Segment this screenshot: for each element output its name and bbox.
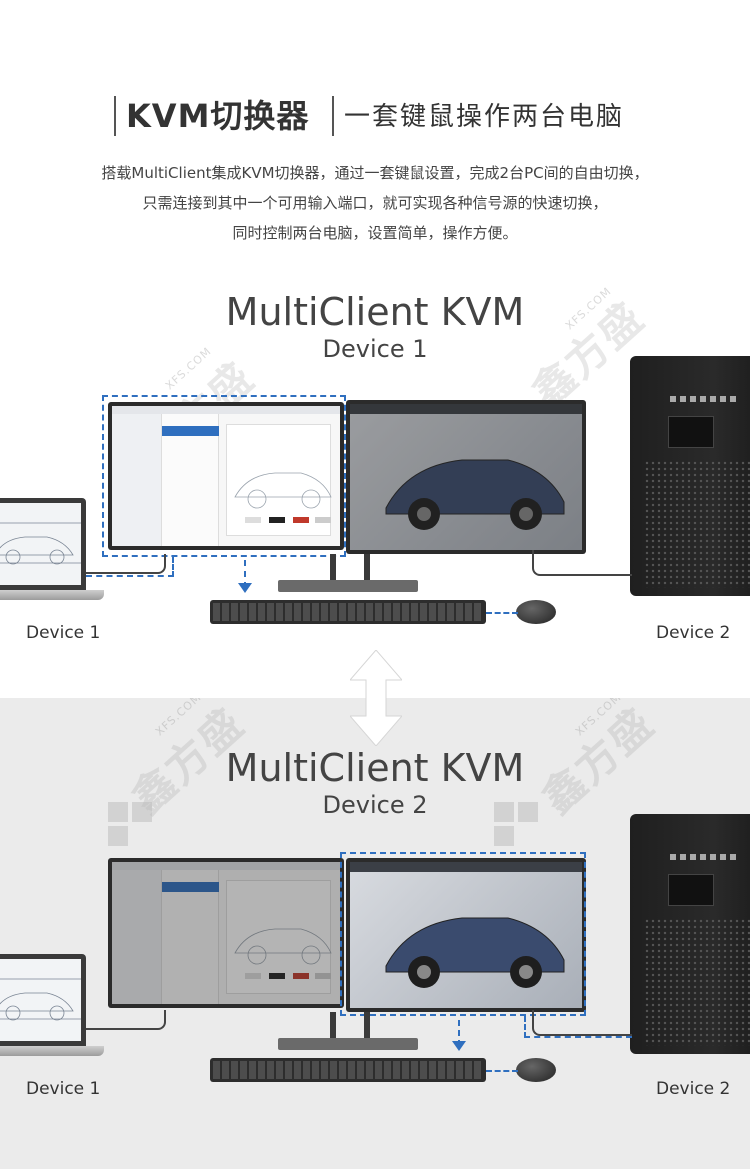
description-line-3: 同时控制两台电脑，设置简单，操作方便。 xyxy=(232,224,518,242)
monitor-right-screen xyxy=(350,404,582,550)
arrow-down-icon xyxy=(452,1041,466,1051)
laptop-display xyxy=(0,503,81,585)
cable-laptop xyxy=(86,554,166,574)
device-label-left: Device 1 xyxy=(26,623,101,643)
laptop-screen xyxy=(0,498,86,590)
title-divider-mid xyxy=(332,96,334,136)
kvm-link-dashed xyxy=(486,1070,518,1072)
device-label-right: Device 2 xyxy=(656,1079,731,1099)
monitor-stand-neck xyxy=(364,554,370,582)
car-render-icon xyxy=(385,917,565,988)
car-blueprint-icon xyxy=(234,472,332,523)
double-arrow-vertical-icon xyxy=(350,650,402,746)
monitor-right xyxy=(346,858,586,1012)
monitor-right-screen xyxy=(350,862,582,1008)
description-line-1: 搭载MultiClient集成KVM切换器，通过一套键鼠设置，完成2台PC间的自… xyxy=(101,164,649,182)
panel-title: MultiClient KVM xyxy=(225,290,525,334)
mouse xyxy=(516,600,556,624)
car-render-icon xyxy=(385,459,565,530)
monitor-left-screen xyxy=(112,406,340,546)
laptop-base xyxy=(0,1046,104,1056)
laptop-base xyxy=(0,590,104,600)
page-subtitle: 一套键鼠操作两台电脑 xyxy=(344,102,625,132)
title-row: KVM切换器 一套键鼠操作两台电脑 xyxy=(0,94,750,140)
active-screen-highlight xyxy=(102,395,346,557)
panel-title: MultiClient KVM xyxy=(225,746,525,790)
description-line-2: 只需连接到其中一个可用输入端口，就可实现各种信号源的快速切换， xyxy=(142,194,608,212)
car-drawing-icon xyxy=(0,978,81,1021)
kvm-link-dashed xyxy=(486,612,518,614)
header-section: KVM切换器 一套键鼠操作两台电脑 搭载MultiClient集成KVM切换器，… xyxy=(0,0,750,262)
page-title: KVM切换器 xyxy=(126,97,310,135)
arrow-down-icon xyxy=(238,583,252,593)
keyboard xyxy=(210,1058,486,1082)
cable-tower xyxy=(532,1010,632,1036)
xfs-logo-icon xyxy=(108,802,154,848)
scenario-panel-device-1: MultiClient KVM Device 1 鑫方盛 XFS.COM 鑫方盛… xyxy=(0,262,750,698)
cable-laptop xyxy=(86,1010,166,1030)
desktop-tower xyxy=(630,814,750,1054)
monitor-stand-neck xyxy=(330,1012,336,1040)
monitor-left xyxy=(108,858,344,1008)
monitor-left-screen xyxy=(112,862,340,1004)
laptop-display xyxy=(0,959,81,1041)
monitor-left xyxy=(108,402,344,550)
car-drawing-icon xyxy=(0,522,81,565)
monitor-stand-neck xyxy=(364,1012,370,1040)
xfs-logo-icon xyxy=(494,802,540,848)
keyboard xyxy=(210,600,486,624)
desktop-tower xyxy=(630,356,750,596)
device-label-right: Device 2 xyxy=(656,623,731,643)
monitor-stand-base xyxy=(278,580,418,592)
panel-subtitle: Device 2 xyxy=(322,791,428,819)
kvm-link-dashed xyxy=(86,557,174,577)
monitor-right xyxy=(346,400,586,554)
device-label-left: Device 1 xyxy=(26,1079,101,1099)
cable-tower xyxy=(532,550,632,576)
kvm-link-dashed xyxy=(524,1016,632,1038)
active-screen-highlight xyxy=(340,852,586,1016)
car-blueprint-icon xyxy=(234,928,332,979)
monitor-stand-neck xyxy=(330,554,336,582)
panel-subtitle: Device 1 xyxy=(322,335,428,363)
scenario-panel-device-2: MultiClient KVM Device 2 鑫方盛 XFS.COM 鑫方盛… xyxy=(0,698,750,1169)
monitor-stand-base xyxy=(278,1038,418,1050)
kvm-link-dashed xyxy=(244,560,246,588)
title-divider-left xyxy=(114,96,116,136)
mouse xyxy=(516,1058,556,1082)
laptop-screen xyxy=(0,954,86,1046)
kvm-link-dashed xyxy=(458,1020,460,1046)
document-pane xyxy=(226,880,332,994)
document-pane xyxy=(226,424,332,536)
